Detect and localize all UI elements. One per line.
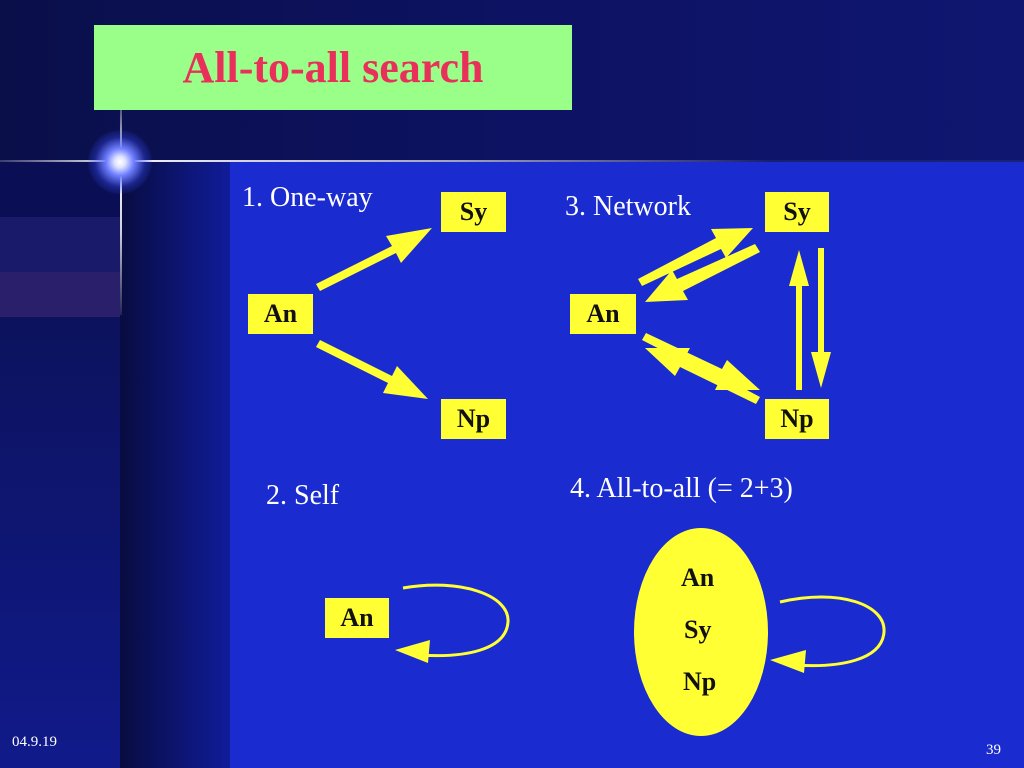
node-np-network: Np	[765, 399, 829, 439]
label-self: 2. Self	[266, 480, 340, 511]
title-box: All-to-all search	[94, 25, 572, 110]
node-an-network: An	[570, 294, 636, 334]
arrow-net-sy-to-np	[811, 248, 831, 388]
background-band	[0, 217, 120, 272]
node-an-self: An	[325, 598, 389, 638]
node-np-one-way: Np	[441, 399, 506, 439]
page-title: All-to-all search	[182, 43, 484, 92]
arrow-an-to-np	[316, 340, 428, 399]
background-band	[0, 272, 120, 317]
arrow-net-np-to-sy	[789, 250, 809, 390]
decorative-horizontal-line	[0, 160, 1024, 162]
node-all-to-all-group	[634, 528, 768, 736]
ellipse-label-an: An	[681, 563, 715, 592]
slide-date: 04.9.19	[12, 734, 57, 750]
label-network: 3. Network	[565, 191, 691, 222]
background-left-strip	[120, 162, 230, 768]
arrow-net-np-to-an	[645, 348, 760, 404]
arrow-net-an-to-sy	[638, 228, 753, 286]
node-sy-one-way: Sy	[441, 192, 506, 232]
arrow-an-to-sy	[316, 228, 432, 291]
ellipse-label-np: Np	[683, 667, 717, 696]
ellipse-label-sy: Sy	[684, 615, 712, 644]
slide-page-number: 39	[986, 742, 1001, 758]
label-all-to-all: 4. All-to-all (= 2+3)	[570, 473, 793, 504]
arrow-self-loop	[402, 583, 510, 658]
label-one-way: 1. One-way	[242, 182, 373, 213]
arrow-net-an-to-np	[642, 333, 760, 390]
node-an-one-way: An	[248, 294, 313, 334]
arrow-net-sy-to-an	[645, 244, 760, 302]
decorative-glow	[88, 130, 152, 194]
arrow-all-to-all-loop	[779, 595, 886, 668]
node-sy-network: Sy	[765, 192, 829, 232]
decorative-vertical-line	[120, 110, 122, 315]
